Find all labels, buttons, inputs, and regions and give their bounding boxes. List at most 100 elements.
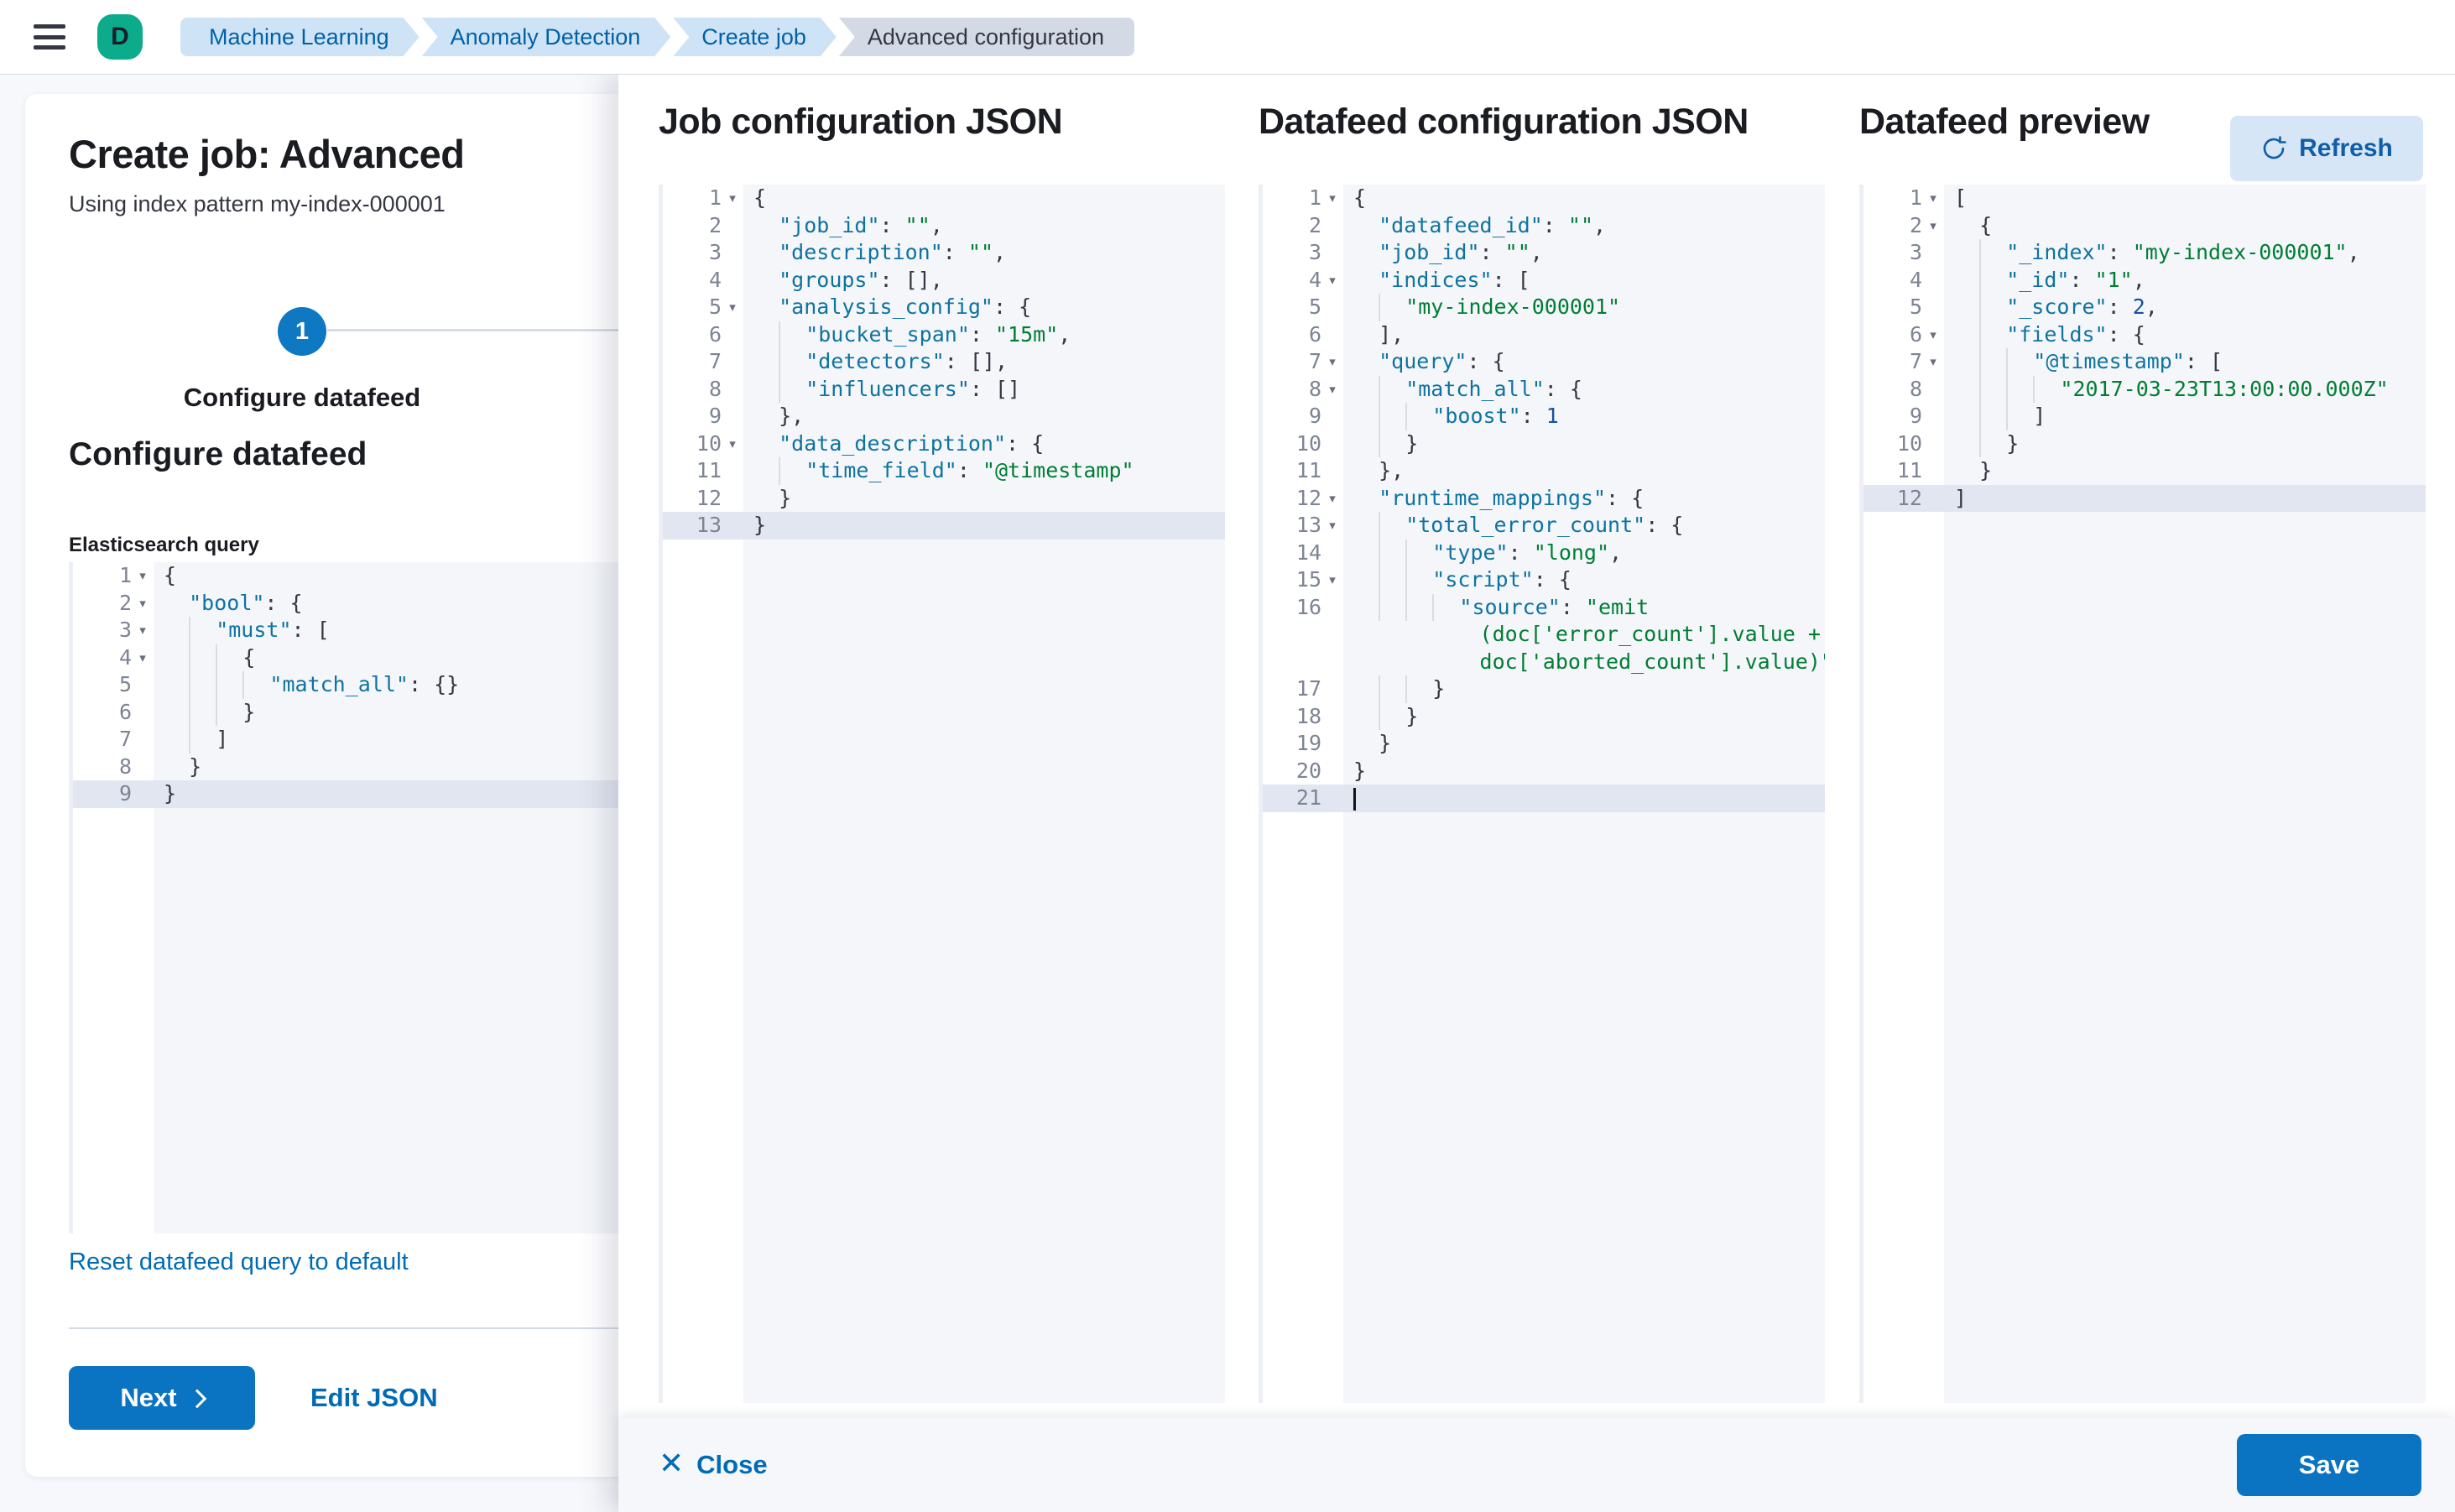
editor-gutter xyxy=(663,185,743,1403)
code-line: 5▾ "analysis_config": { xyxy=(663,294,1225,321)
code-line: 7▾ "query": { xyxy=(1263,348,1825,376)
datafeed-configuration-editor[interactable]: 1▾{2 "datafeed_id": "",3 "job_id": "",4▾… xyxy=(1259,185,1825,1403)
step-connector-line xyxy=(327,329,663,331)
fold-arrow-icon[interactable]: ▾ xyxy=(729,435,736,451)
close-button[interactable]: ✕ Close xyxy=(659,1446,768,1480)
code-line: 10 } xyxy=(1863,430,2426,457)
code-line: 5 "_score": 2, xyxy=(1863,294,2426,321)
code-line: 10 } xyxy=(1263,430,1825,457)
job-configuration-title: Job configuration JSON xyxy=(659,102,1063,142)
code-line: 5 "match_all": {} xyxy=(73,671,667,699)
code-line: 9 "boost": 1 xyxy=(1263,403,1825,430)
fold-arrow-icon[interactable]: ▾ xyxy=(1930,354,1936,369)
breadcrumb-advanced-configuration: Advanced configuration xyxy=(838,18,1135,56)
code-line: 11 }, xyxy=(1295,458,1405,482)
code-line: 4▾ { xyxy=(73,644,667,671)
fold-arrow-icon[interactable]: ▾ xyxy=(1930,326,1936,342)
code-line: 2▾ "bool": { xyxy=(73,590,667,618)
code-line: 12▾ "runtime_mappings": { xyxy=(1263,485,1825,513)
close-icon: ✕ xyxy=(659,1446,685,1480)
code-line: 7 "detectors": [], xyxy=(663,348,1225,376)
editor-gutter xyxy=(73,562,154,1233)
refresh-button-label: Refresh xyxy=(2299,134,2393,162)
code-line: 1▾{ xyxy=(73,562,667,590)
elasticsearch-query-label: Elasticsearch query xyxy=(69,534,259,556)
code-line: 13▾ "total_error_count": { xyxy=(1263,512,1825,540)
code-line: 2▾ { xyxy=(1863,212,2426,240)
code-line: 11 } xyxy=(1896,458,1993,482)
next-button[interactable]: Next xyxy=(69,1366,255,1430)
code-line: 6 } xyxy=(73,698,667,726)
arrow-right-icon xyxy=(187,1389,206,1408)
code-line: 6 "bucket_span": "15m", xyxy=(663,321,1225,348)
avatar[interactable]: D xyxy=(97,14,143,60)
code-line: 13} xyxy=(663,512,1225,540)
code-line: 3 "description": "", xyxy=(708,240,1007,264)
code-line: 3 "_index": "my-index-000001", xyxy=(1863,239,2426,267)
refresh-button[interactable]: Refresh xyxy=(2230,116,2423,181)
fold-arrow-icon[interactable]: ▾ xyxy=(139,649,146,665)
code-line: 17 } xyxy=(1263,675,1825,703)
code-line: 1▾{ xyxy=(663,185,1225,212)
fold-arrow-icon[interactable]: ▾ xyxy=(1930,217,1936,233)
editor-gutter xyxy=(1863,185,1944,1403)
elasticsearch-query-editor[interactable]: 1▾{2▾ "bool": {3▾ "must": [4▾ {5 "match_… xyxy=(69,562,667,1233)
code-line: 10▾ "data_description": { xyxy=(663,430,1225,458)
fold-arrow-icon[interactable]: ▾ xyxy=(139,623,146,638)
code-line: 20} xyxy=(1295,758,1367,783)
fold-arrow-icon[interactable]: ▾ xyxy=(1329,490,1336,506)
top-header: D Machine Learning Anomaly Detection Cre… xyxy=(0,0,2455,75)
job-configuration-editor[interactable]: 1▾{2 "job_id": "", 3 "description": "", 4 … xyxy=(659,185,1225,1403)
code-line: 12] xyxy=(1863,484,2426,512)
fold-arrow-icon[interactable]: ▾ xyxy=(1329,381,1336,397)
code-line: 9} xyxy=(73,780,667,808)
code-line: 6▾ "fields": { xyxy=(1863,321,2426,348)
fold-arrow-icon[interactable]: ▾ xyxy=(1329,354,1336,369)
code-line: 2 "datafeed_id": "", xyxy=(1308,212,1607,237)
fold-arrow-icon[interactable]: ▾ xyxy=(1329,272,1336,288)
code-line: 1▾{ xyxy=(1263,185,1825,212)
create-job-panel: Create job: Advanced Using index pattern… xyxy=(25,94,667,1477)
breadcrumb-machine-learning[interactable]: Machine Learning xyxy=(180,18,420,56)
code-line: 4▾ "indices": [ xyxy=(1263,267,1825,295)
text-cursor xyxy=(1353,787,1356,811)
datafeed-preview-title: Datafeed preview xyxy=(1859,102,2150,142)
code-line: 8 "influencers": [] xyxy=(663,375,1225,403)
configure-datafeed-heading: Configure datafeed xyxy=(69,436,367,472)
fold-arrow-icon[interactable]: ▾ xyxy=(1329,572,1336,587)
next-button-label: Next xyxy=(120,1383,177,1412)
fold-arrow-icon[interactable]: ▾ xyxy=(139,568,146,583)
code-line: 5 "my-index-000001" xyxy=(1263,294,1825,321)
datafeed-preview-editor[interactable]: 1▾[2▾ {3 "_index": "my-index-000001",4 "… xyxy=(1859,185,2426,1403)
divider xyxy=(69,1327,663,1329)
edit-json-link[interactable]: Edit JSON xyxy=(310,1383,438,1412)
step-1-label: Configure datafeed xyxy=(183,383,421,412)
close-button-label: Close xyxy=(696,1450,768,1479)
fold-arrow-icon[interactable]: ▾ xyxy=(139,595,146,611)
code-line: 8▾ "match_all": { xyxy=(1263,375,1825,403)
code-line: 4 "groups": [], xyxy=(708,267,943,292)
fold-arrow-icon[interactable]: ▾ xyxy=(729,300,736,315)
refresh-icon xyxy=(2263,136,2286,159)
breadcrumb-anomaly-detection[interactable]: Anomaly Detection xyxy=(422,18,671,56)
code-line: 2 "job_id": "", xyxy=(708,212,943,237)
code-line: 9 ] xyxy=(1863,403,2426,430)
code-line: 9 }, xyxy=(708,404,805,428)
code-line: 15▾ "script": { xyxy=(1263,566,1825,594)
code-line: 19 } xyxy=(1295,731,1392,755)
breadcrumb-create-job[interactable]: Create job xyxy=(673,18,837,56)
code-line: 18 } xyxy=(1263,702,1825,730)
fold-arrow-icon[interactable]: ▾ xyxy=(729,190,736,206)
step-1-indicator[interactable]: 1 xyxy=(278,307,326,356)
code-line: 21 xyxy=(1263,785,1825,812)
menu-icon[interactable] xyxy=(34,24,65,50)
fold-arrow-icon[interactable]: ▾ xyxy=(1329,190,1336,206)
fold-arrow-icon[interactable]: ▾ xyxy=(1930,190,1936,206)
code-line: 4 "_id": "1", xyxy=(1863,266,2426,294)
save-button[interactable]: Save xyxy=(2237,1434,2421,1496)
advanced-configuration-flyout: Job configuration JSON Datafeed configur… xyxy=(618,75,2455,1512)
fold-arrow-icon[interactable]: ▾ xyxy=(1329,518,1336,533)
code-line: 11 "time_field": "@timestamp" xyxy=(663,457,1225,485)
code-line: 12 } xyxy=(696,485,792,510)
reset-datafeed-query-link[interactable]: Reset datafeed query to default xyxy=(69,1249,409,1275)
